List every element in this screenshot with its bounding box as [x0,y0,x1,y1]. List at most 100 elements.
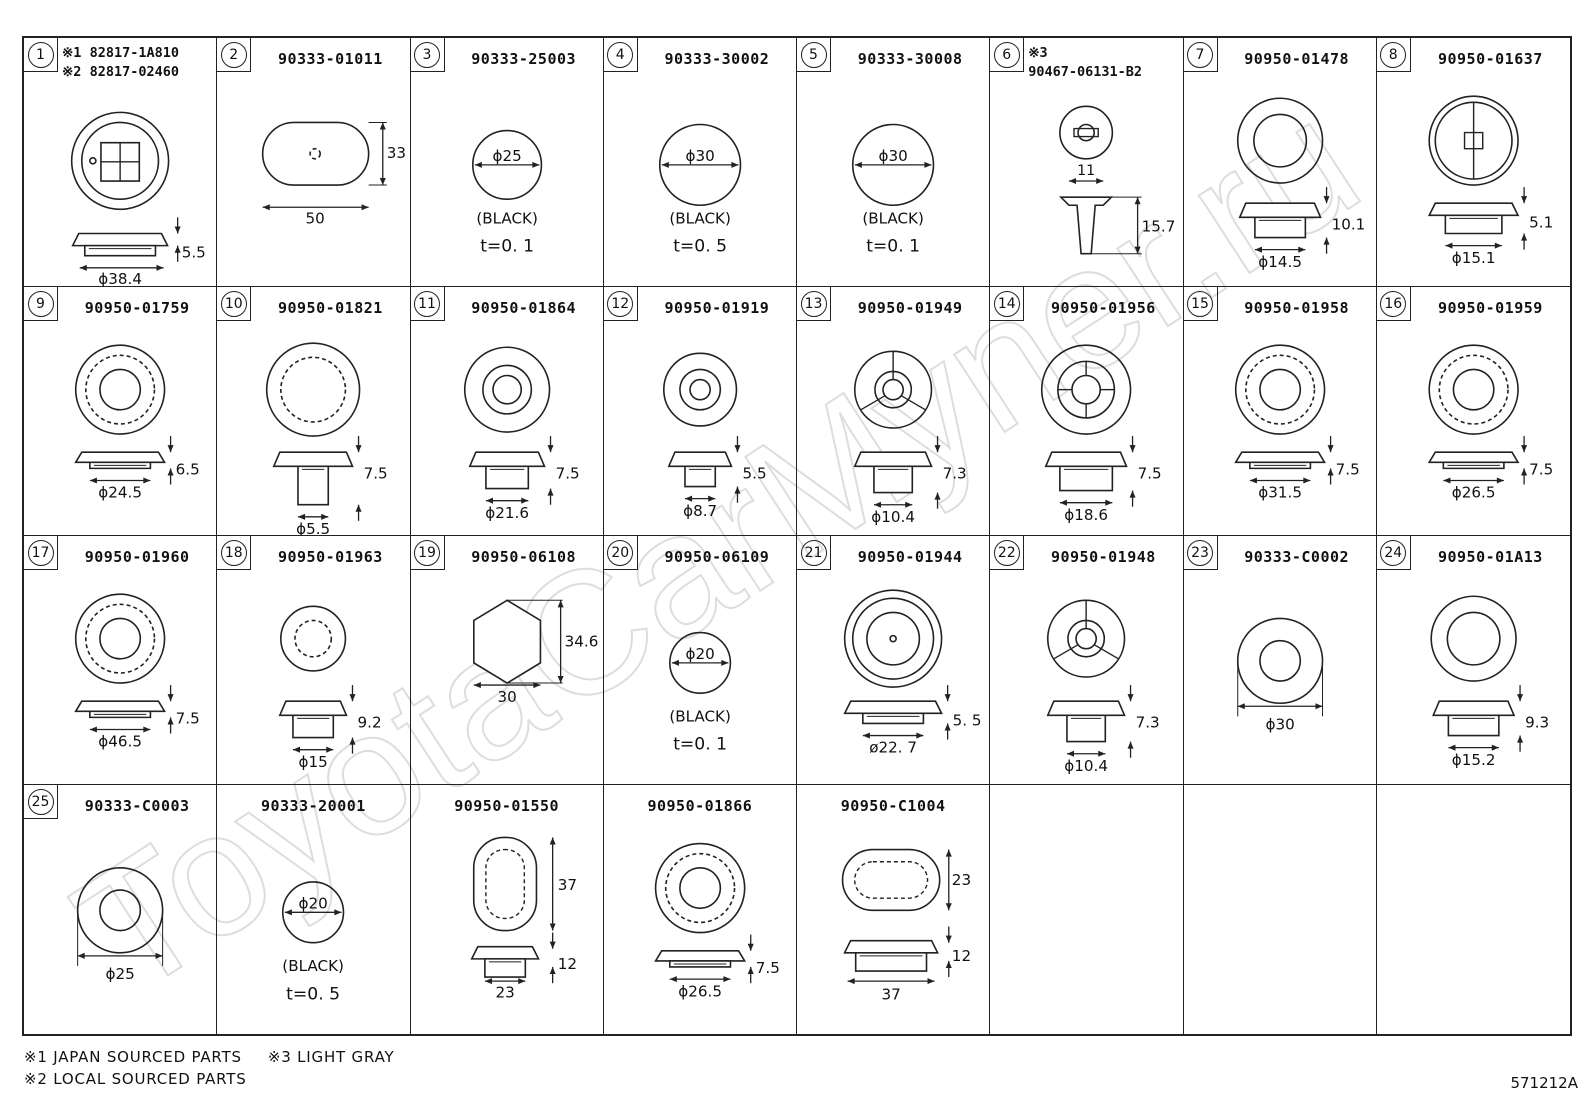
part-number-note: ※1 82817-1A810 [62,45,179,61]
legend-note-3: ※3 LIGHT GRAY [267,1048,395,1066]
grommet-outer [76,594,165,683]
grommet-outer [845,590,942,687]
dimension-arrow [927,978,935,985]
diameter-label: ϕ26.5 [678,982,722,1000]
grommet-inner [1253,114,1305,166]
part-drawing: ϕ20(BLACK)t=0. 1 [604,570,796,784]
grommet-outer [1048,600,1125,677]
color-label: (BLACK) [669,707,731,725]
hexagon-outline [473,600,540,683]
height-label: 34.6 [564,633,598,651]
dimension-arrow [77,952,85,959]
height-label: 7.5 [176,709,200,727]
dimension-arrow [1323,237,1330,245]
part-number: 90950-01960 [84,548,190,566]
item-number-box: 5 [797,38,831,72]
oval-inner [855,862,928,898]
dimension-arrow [1494,242,1502,249]
dimension-arrow [1314,703,1323,710]
width-label: 30 [497,688,516,706]
dimension-arrow [944,723,951,731]
dimension-arrow [1302,477,1310,484]
width-label: 23 [495,983,514,1001]
dimension-arrow [1127,694,1134,702]
grommet-hole [1259,369,1299,409]
side-profile [845,701,942,713]
diameter-label: ϕ30 [685,147,714,165]
dimension-arrow [1516,735,1523,743]
grommet-inner [1058,361,1115,418]
item-number-box: 2 [217,38,252,72]
grommet-outer [1042,345,1131,434]
side-profile [1046,452,1127,466]
dimension-arrow [934,445,941,453]
grommet-inner [86,355,155,424]
part-drawing: ϕ30 [1184,570,1376,784]
part-number: 90333-30002 [664,50,770,68]
dimension-arrow [355,504,362,512]
dimension-arrow [531,161,539,168]
grommet-inner [281,357,346,422]
height-label: 7.5 [555,464,579,482]
item-number: 6 [993,41,1020,68]
height-label: 9.2 [358,713,382,731]
thickness-label: t=0. 5 [673,237,727,257]
dimension-arrow [684,495,692,502]
dimension-arrow [1323,196,1330,204]
diameter-label: ϕ31.5 [1258,484,1302,502]
part-drawing-svg [1377,819,1570,1034]
diameter-label: ϕ15 [299,753,328,771]
part-number: 90950-01944 [857,548,963,566]
dimension-arrow [1496,477,1504,484]
disc-outline [853,124,934,205]
diameter-label: ϕ30 [879,147,908,165]
dimension-arrow [1098,750,1106,757]
item-number-box: 24 [1376,536,1411,570]
grommet-outer [1429,345,1518,434]
dimension-arrow [485,497,493,504]
item-number: 11 [414,290,440,317]
side-profile [76,452,165,462]
side-profile-stem [1254,217,1304,237]
item-number: 8 [1380,41,1407,68]
dimension-arrow [1127,741,1134,749]
item-number: 19 [414,539,440,566]
grommet-outer [855,351,932,428]
grommet-inner [853,598,934,679]
empty-cell [1377,785,1570,1034]
height-label: 10.1 [1331,215,1365,233]
dimension-arrow [747,943,754,951]
grommet-hole [100,369,140,409]
washer-outer [78,868,163,953]
diameter-label: ϕ20 [685,645,714,663]
part-number: 90950-01959 [1437,299,1543,317]
thickness-label: 12 [952,947,971,965]
dimension-arrow [143,477,151,484]
side-profile-stem [685,466,715,486]
side-profile-stem [484,959,524,977]
side-profile-stem [1067,715,1105,741]
dimension-arrow [1237,703,1245,710]
thickness-label: t=0. 1 [866,237,920,257]
legend-note-1: ※1 JAPAN SOURCED PARTS [24,1048,242,1066]
grommet-outer [464,347,549,432]
item-number-box: 7 [1183,38,1218,72]
side-profile [274,452,353,466]
thickness-label: 5.5 [182,244,206,262]
side-profile [280,701,347,715]
dimension-arrow [484,978,492,985]
dimension-arrow [167,445,174,453]
grommet-hole [680,868,720,908]
